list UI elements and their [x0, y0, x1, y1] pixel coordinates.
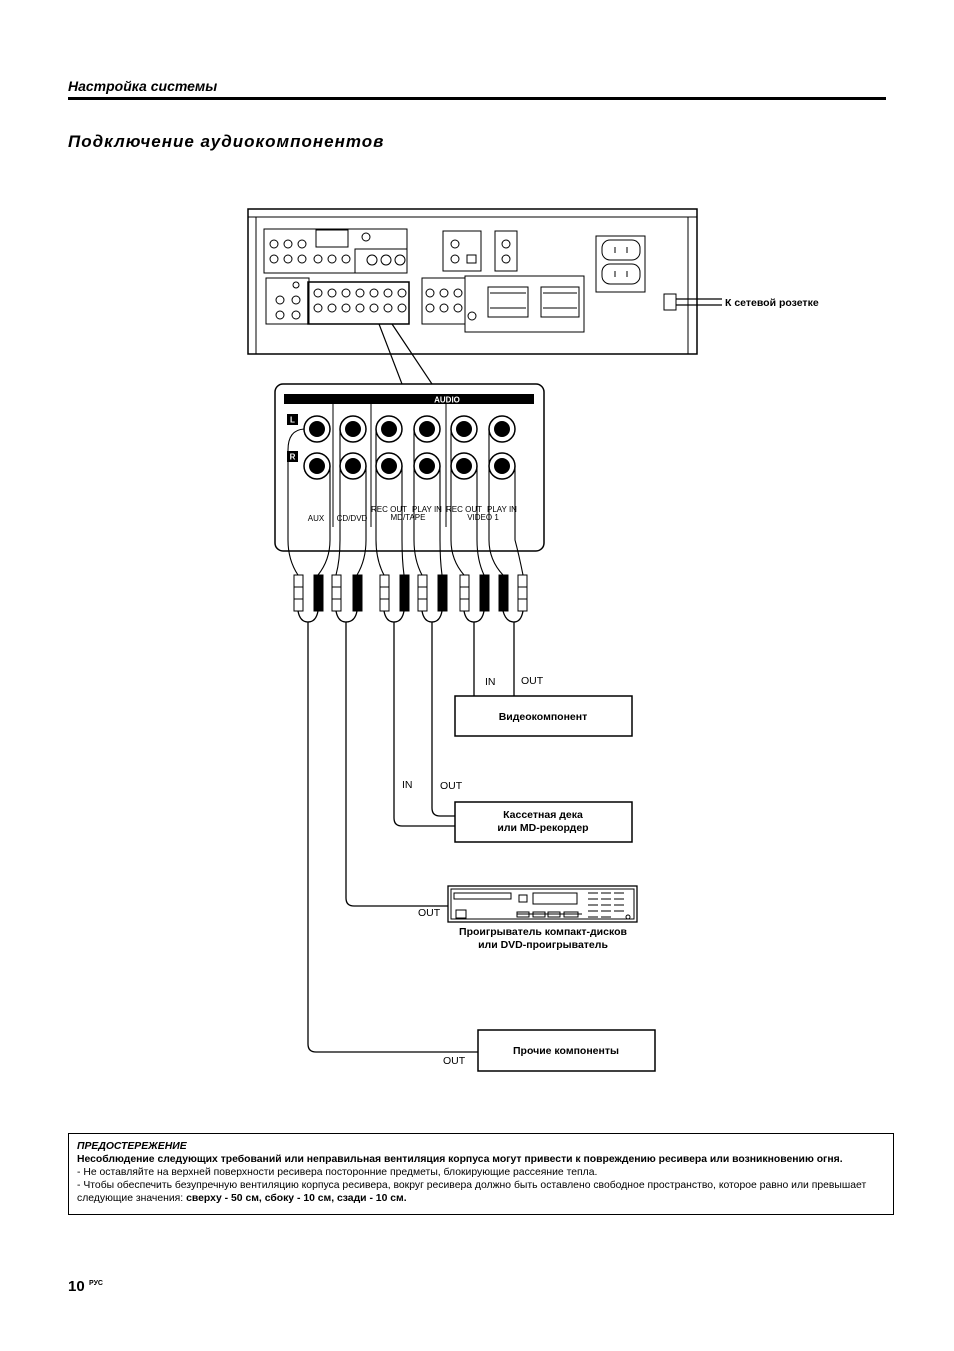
section-header: Настройка системы	[68, 78, 218, 94]
page-number: 10	[68, 1278, 85, 1295]
cd-player-label-line1: Проигрыватель компакт-дисков	[459, 926, 627, 938]
caution-box: ПРЕДОСТЕРЕЖЕНИЕ Несоблюдение следующих т…	[68, 1133, 894, 1215]
other-out-label: OUT	[443, 1055, 466, 1067]
component-cables	[297, 610, 524, 1053]
video-out-label: OUT	[521, 675, 544, 687]
cd-player-illustration	[447, 885, 638, 923]
jack-label-play-in: PLAY IN	[412, 505, 442, 514]
caution-title: ПРЕДОСТЕРЕЖЕНИЕ	[77, 1141, 187, 1152]
other-components-label: Прочие компоненты	[513, 1045, 619, 1057]
caution-item-1: - Не оставляйте на верхней поверхности р…	[77, 1167, 598, 1178]
power-outlet-label: К сетевой розетке	[725, 297, 819, 309]
video-component-label: Видеокомпонент	[499, 711, 588, 723]
audio-jack-panel: AUDIO L R AUX CD/DVD	[274, 383, 545, 552]
page-language: РУС	[89, 1280, 103, 1287]
video-component-box: Видеокомпонент	[454, 695, 633, 737]
tape-deck-label-line1: Кассетная дека	[503, 809, 583, 821]
video-in-label: IN	[485, 676, 496, 688]
receiver-rear-panel	[247, 208, 722, 355]
jack-to-plug-cables	[287, 428, 524, 576]
jack-row-top	[269, 232, 406, 266]
jack-label-md-tape: MD/TAPE	[391, 513, 426, 522]
tape-deck-box: Кассетная дека или MD-рекордер	[454, 801, 633, 843]
jack-label-cd-dvd: CD/DVD	[337, 514, 368, 523]
caution-item-2-text: - Чтобы обеспечить безупречную вентиляци…	[77, 1180, 867, 1204]
channel-right-label: R	[290, 453, 296, 462]
other-components-box: Прочие компоненты	[477, 1029, 656, 1072]
page-title: Подключение аудиокомпонентов	[68, 132, 385, 151]
jack-label-rec-out-video: REC OUT	[446, 505, 482, 514]
caution-clearance-values: сверху - 50 см, сбоку - 10 см, сзади - 1…	[186, 1193, 407, 1204]
caution-warning: Несоблюдение следующих требований или не…	[77, 1154, 843, 1165]
caution-item-2: - Чтобы обеспечить безупречную вентиляци…	[77, 1179, 885, 1205]
header-rule	[68, 97, 886, 100]
jack-label-video-1: VIDEO 1	[467, 513, 499, 522]
jack-label-aux: AUX	[308, 514, 325, 523]
audio-header: AUDIO	[434, 396, 460, 405]
rca-plugs	[293, 574, 528, 612]
tape-deck-label-line2: или MD-рекордер	[497, 822, 588, 834]
zoom-callout	[378, 323, 433, 385]
jack-label-play-in-video: PLAY IN	[487, 505, 517, 514]
jack-label-rec-out: REC OUT	[371, 505, 407, 514]
cd-out-label: OUT	[418, 907, 441, 919]
tape-in-label: IN	[402, 779, 413, 791]
cd-player-label-line2: или DVD-проигрыватель	[478, 939, 608, 951]
tape-out-label: OUT	[440, 780, 463, 792]
channel-left-label: L	[290, 416, 295, 425]
